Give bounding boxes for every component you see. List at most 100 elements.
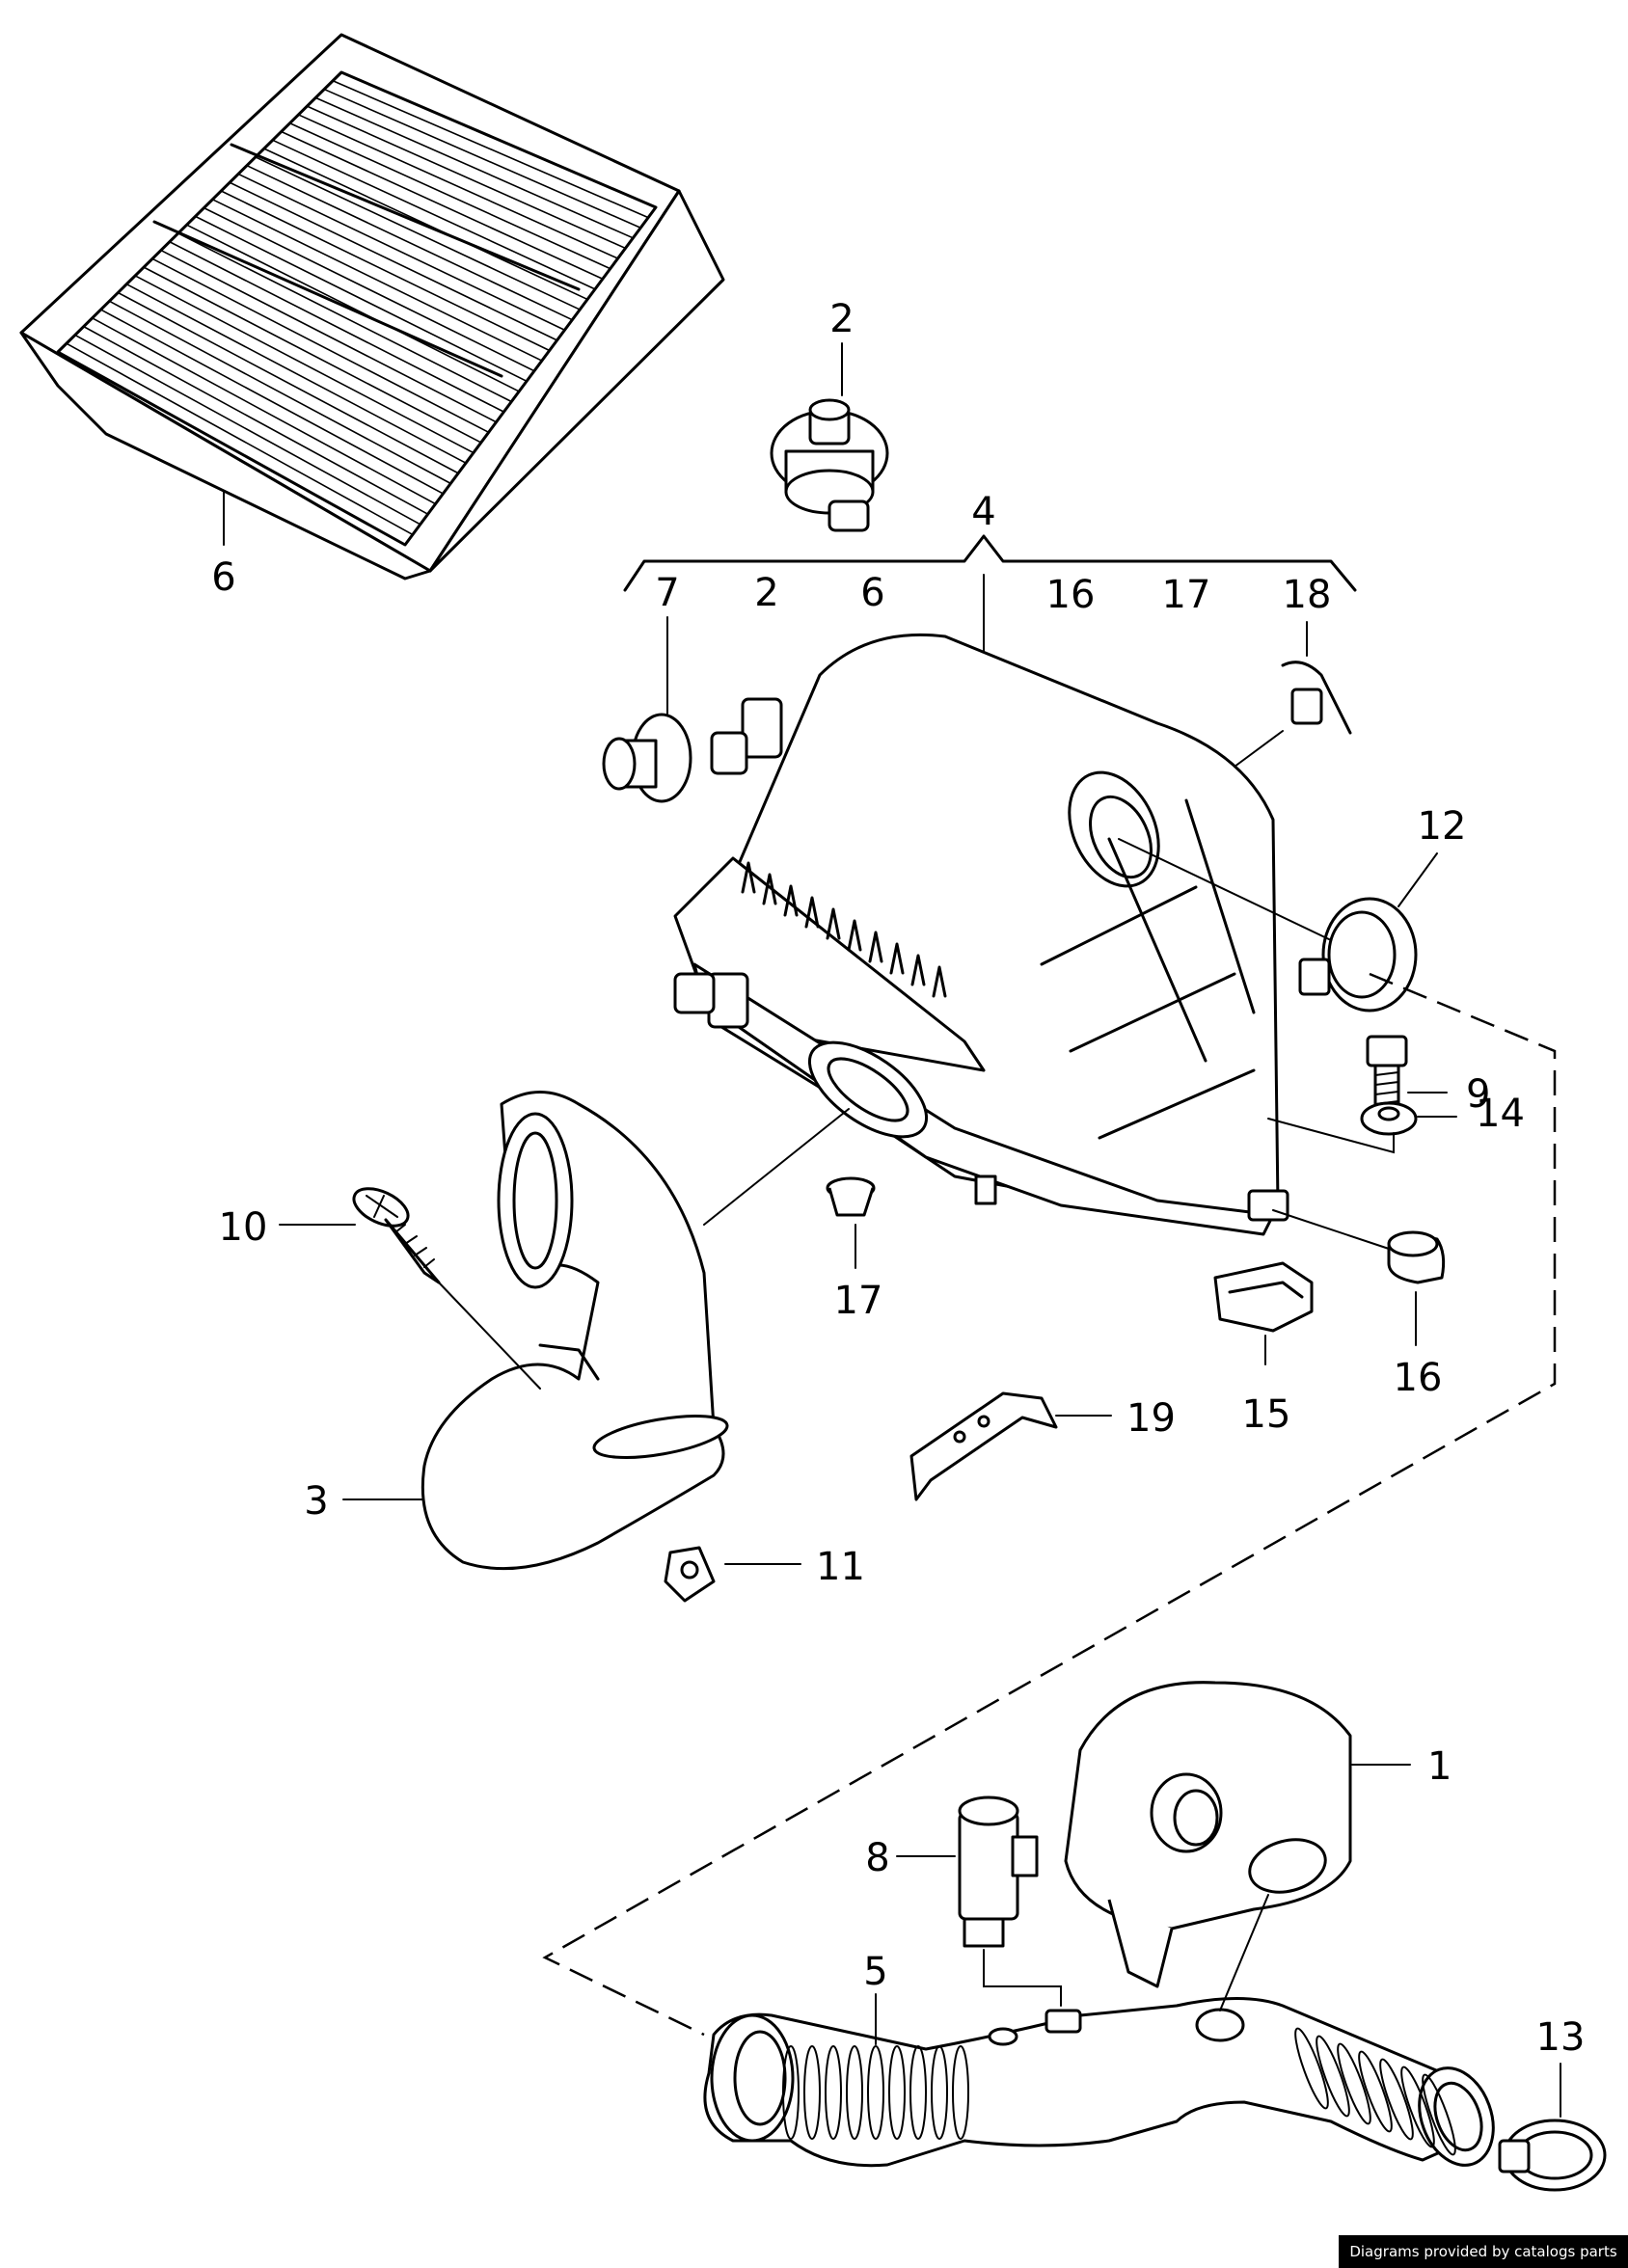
leader-18b: [1234, 730, 1284, 768]
hose-rib: [1294, 2027, 1329, 2110]
leader-3b: [703, 1108, 850, 1226]
filter-pleat-line: [255, 156, 581, 310]
filter-pleat-line: [160, 249, 497, 423]
washer-part-14: [1360, 1101, 1418, 1136]
group4-item-6: 6: [860, 571, 884, 615]
group4-item-7: 7: [655, 571, 679, 615]
housing-fin: [826, 907, 841, 940]
callout-8: 8: [865, 1836, 889, 1880]
filter-pleat-line: [109, 300, 451, 485]
callout-19: 19: [1126, 1396, 1176, 1441]
hose-rib: [803, 2045, 821, 2140]
housing-fin: [932, 965, 947, 998]
grommet-part-7: [602, 713, 692, 803]
callout-9: 9: [1466, 1072, 1490, 1117]
callout-2: 2: [829, 297, 854, 341]
leader-16b: [1272, 1209, 1390, 1250]
hose-rib: [846, 2045, 863, 2140]
filter-pleat-line: [134, 275, 475, 454]
filter-pleat-line: [246, 164, 573, 321]
filter-pleat-line: [323, 88, 641, 229]
callout-5: 5: [863, 1950, 887, 1994]
hose-clamp-part-12: [1298, 897, 1418, 1012]
filter-pleat-line: [125, 283, 467, 464]
grommet-part-2: [770, 398, 889, 532]
filter-pleat-line: [57, 351, 406, 546]
hose-rib: [782, 2045, 800, 2140]
filter-pleat-line: [177, 232, 512, 403]
callout-10: 10: [219, 1205, 268, 1250]
leader-12: [1397, 852, 1438, 907]
group4-item-2: 2: [754, 571, 778, 615]
hose-rib: [1422, 2073, 1456, 2156]
hose-rib: [1400, 2066, 1435, 2148]
clip-nut-part-11: [664, 1546, 716, 1603]
hose-rib: [952, 2045, 969, 2140]
filter-pleat-line: [74, 334, 421, 526]
leader-12b: [1118, 838, 1332, 941]
filter-pleat-line: [237, 173, 565, 331]
filter-pleat-line: [332, 80, 649, 219]
leader-5b: [1219, 1894, 1269, 2012]
hose-rib: [888, 2045, 906, 2140]
filter-pleat-line: [272, 139, 596, 290]
group4-bracket: [623, 534, 1357, 592]
filter-pleat-line: [195, 215, 528, 383]
filter-pleat-line: [229, 181, 557, 341]
group4-item-17: 17: [1162, 573, 1211, 617]
housing-fin: [783, 884, 799, 917]
filter-pleat-line: [83, 325, 429, 515]
callout-15: 15: [1242, 1392, 1291, 1437]
filter-pleat-line: [92, 317, 436, 505]
air-filter-housing: [673, 633, 1289, 1236]
filter-pleat-line: [314, 96, 634, 239]
intake-duct-part-3: [421, 1091, 729, 1571]
housing-fin: [910, 954, 926, 986]
screw-part-10: [352, 1187, 441, 1284]
filter-pleat-line: [169, 241, 504, 413]
filter-pleat-line: [263, 148, 588, 301]
filter-pleat-line: [220, 190, 551, 352]
callout-3: 3: [304, 1479, 328, 1524]
hose-rib: [867, 2045, 884, 2140]
hose-rib: [931, 2045, 948, 2140]
callout-14: 14: [1476, 1092, 1525, 1136]
intake-hose-part-5: [703, 1997, 1495, 2168]
assembly-line-main: [542, 972, 1557, 2037]
clip-part-18: [1281, 661, 1352, 735]
housing-fin: [762, 873, 777, 905]
callout-16: 16: [1394, 1356, 1443, 1400]
filter-pleat-line: [151, 257, 490, 434]
group4-item-18: 18: [1283, 573, 1332, 617]
footer-credit: Diagrams provided by catalogs parts: [1339, 2235, 1628, 2268]
filter-pleat-line: [66, 342, 414, 536]
filter-pleat-line: [100, 309, 444, 495]
callout-4: 4: [971, 490, 995, 534]
hose-rib: [1337, 2042, 1371, 2125]
filter-pleat-line: [289, 122, 611, 270]
sensor-part-8: [958, 1796, 1039, 1948]
callout-6: 6: [211, 555, 235, 600]
group4-item-16: 16: [1046, 573, 1096, 617]
leader-8b: [983, 1949, 1062, 2007]
callout-12: 12: [1418, 804, 1467, 849]
housing-fin: [889, 942, 905, 975]
callout-1: 1: [1427, 1744, 1452, 1789]
callout-17: 17: [834, 1279, 883, 1323]
filter-pleat-line: [204, 206, 535, 372]
bracket-part-15: [1213, 1261, 1314, 1333]
hose-clamp-part-13: [1498, 2119, 1607, 2192]
filter-pleat-line: [212, 199, 543, 362]
filter-pleat-line: [117, 291, 459, 474]
resonator-part-1: [1064, 1681, 1352, 1988]
rubber-mount-part-16: [1387, 1230, 1446, 1284]
hose-rib: [1316, 2035, 1350, 2118]
filter-pleat-line: [281, 130, 604, 280]
filter-pleat-line: [186, 224, 520, 392]
housing-fin: [868, 931, 883, 963]
filter-pleat-line: [340, 71, 657, 208]
hose-rib: [1379, 2058, 1414, 2141]
filter-pleat-line: [298, 114, 618, 259]
hose-rib: [909, 2045, 927, 2140]
